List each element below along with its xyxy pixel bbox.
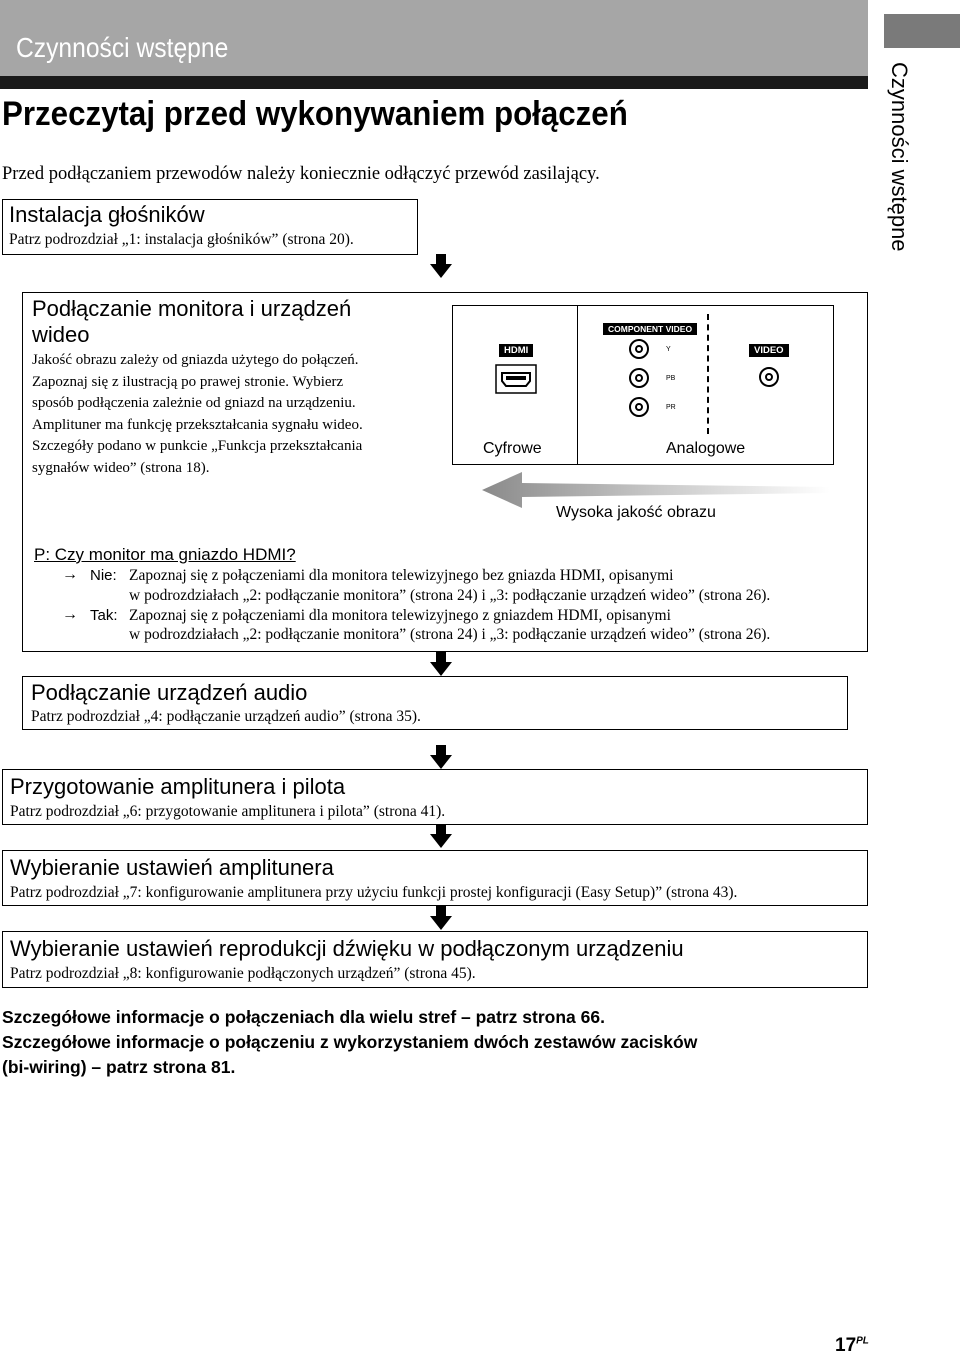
step-title: Podłączanie urządzeń audio [31,680,308,705]
video-desc-line: Jakość obrazu zależy od gniazda użytego … [32,352,359,368]
step-box-settings: Wybieranie ustawień amplitunera Patrz po… [2,850,868,906]
quality-arrow-icon [482,472,830,508]
video-section [22,292,868,652]
divider-digital-analog [577,306,578,464]
side-tab [884,14,960,48]
page-number-value: 17 [835,1335,857,1356]
step-desc: Patrz podrozdział „7: konfigurowanie amp… [10,884,738,901]
video-desc-line: Zapoznaj się z ilustracją po prawej stro… [32,373,344,390]
analog-label: Analogowe [666,440,746,457]
divider-dashed [707,314,709,434]
footer-notes: Szczegółowe informacje o połączeniach dl… [2,1005,697,1080]
answer-arrow-icon: → [62,606,78,623]
jack-pb-label: PB [666,375,676,382]
video-desc-line: Szczegóły podano w punkcie „Funkcja prze… [32,438,363,454]
answer-no-line1: Zapoznaj się z połączeniami dla monitora… [129,567,674,584]
video-desc-line: Amplituner ma funkcję przekształcania sy… [32,416,363,433]
section-header-bar [0,0,868,76]
side-label: Czynności wstępne [872,62,912,272]
section-title: Czynności wstępne [16,32,229,63]
page-title: Przeczytaj przed wykonywaniem połączeń [2,95,628,133]
answer-arrow-icon: → [62,566,78,583]
side-label-text: Czynności wstępne [887,62,912,252]
flow-arrow-down-icon [430,652,452,676]
answer-key-no: Nie: [90,567,117,584]
answer-no-line2: w podrozdziałach „2: podłączanie monitor… [129,587,771,604]
video-desc-line: sygnałów wideo” (strona 18). [32,459,210,476]
step-title: Przygotowanie amplitunera i pilota [10,774,346,799]
video-title: Podłączanie monitora i urządzeń wideo [32,296,351,348]
answer-yes-line1: Zapoznaj się z połączeniami dla monitora… [129,607,671,624]
step-title: Wybieranie ustawień amplitunera [10,855,334,880]
video-description: Jakość obrazu zależy od gniazda użytego … [32,350,442,479]
step-box-speakers: Instalacja głośników Patrz podrozdział „… [2,199,418,255]
footer-note: Szczegółowe informacje o połączeniach dl… [2,1007,605,1027]
video-title-line1: Podłączanie monitora i urządzeń [32,296,352,321]
component-video-label: COMPONENT VIDEO [603,323,698,335]
flow-arrow-down-icon [430,745,452,769]
hdmi-question: P: Czy monitor ma gniazdo HDMI? [34,545,296,564]
video-title-line2: wideo [32,322,90,347]
answer-yes-line2: w podrozdziałach „2: podłączanie monitor… [129,626,771,643]
digital-label: Cyfrowe [483,440,542,457]
step-desc: Patrz podrozdział „4: podłączanie urządz… [31,708,421,725]
step-desc: Patrz podrozdział „1: instalacja głośnik… [9,231,354,248]
step-title: Wybieranie ustawień reprodukcji dźwięku … [10,936,684,961]
footer-note: (bi-wiring) – patrz strona 81. [2,1057,236,1077]
flow-arrow-down-icon [430,906,452,930]
step-box-audio: Podłączanie urządzeń audio Patrz podrozd… [22,676,848,730]
step-desc: Patrz podrozdział „8: konfigurowanie pod… [10,965,476,982]
footer-note: Szczegółowe informacje o połączeniu z wy… [2,1032,698,1052]
video-desc-line: sposób podłączenia zależnie od gniazd na… [32,395,356,411]
page-number: 17PL [835,1335,869,1357]
video-label: VIDEO [749,344,789,357]
step-title: Instalacja głośników [9,202,205,227]
header-rule [0,76,868,89]
intro-note: Przed podłączaniem przewodów należy koni… [2,164,600,184]
jack-pr-label: PR [666,404,676,411]
connector-diagram: HDMI COMPONENT VIDEO Y PB PR VIDEO Cyfro… [452,305,834,465]
flow-arrow-down-icon [430,824,452,848]
jack-y-icon [629,339,649,359]
flow-arrow-down-icon [430,254,452,278]
jack-pb-icon [629,368,649,388]
hdmi-label: HDMI [499,344,534,357]
step-box-prepare: Przygotowanie amplitunera i pilota Patrz… [2,769,868,825]
hdmi-port-icon [495,364,537,394]
quality-label: Wysoka jakość obrazu [556,504,716,521]
answer-key-yes: Tak: [90,607,118,624]
jack-y-label: Y [666,346,671,353]
step-desc: Patrz podrozdział „6: przygotowanie ampl… [10,803,446,820]
jack-video-icon [759,367,779,387]
jack-pr-icon [629,397,649,417]
page-number-suffix: PL [856,1335,869,1347]
step-box-playback: Wybieranie ustawień reprodukcji dźwięku … [2,931,868,988]
